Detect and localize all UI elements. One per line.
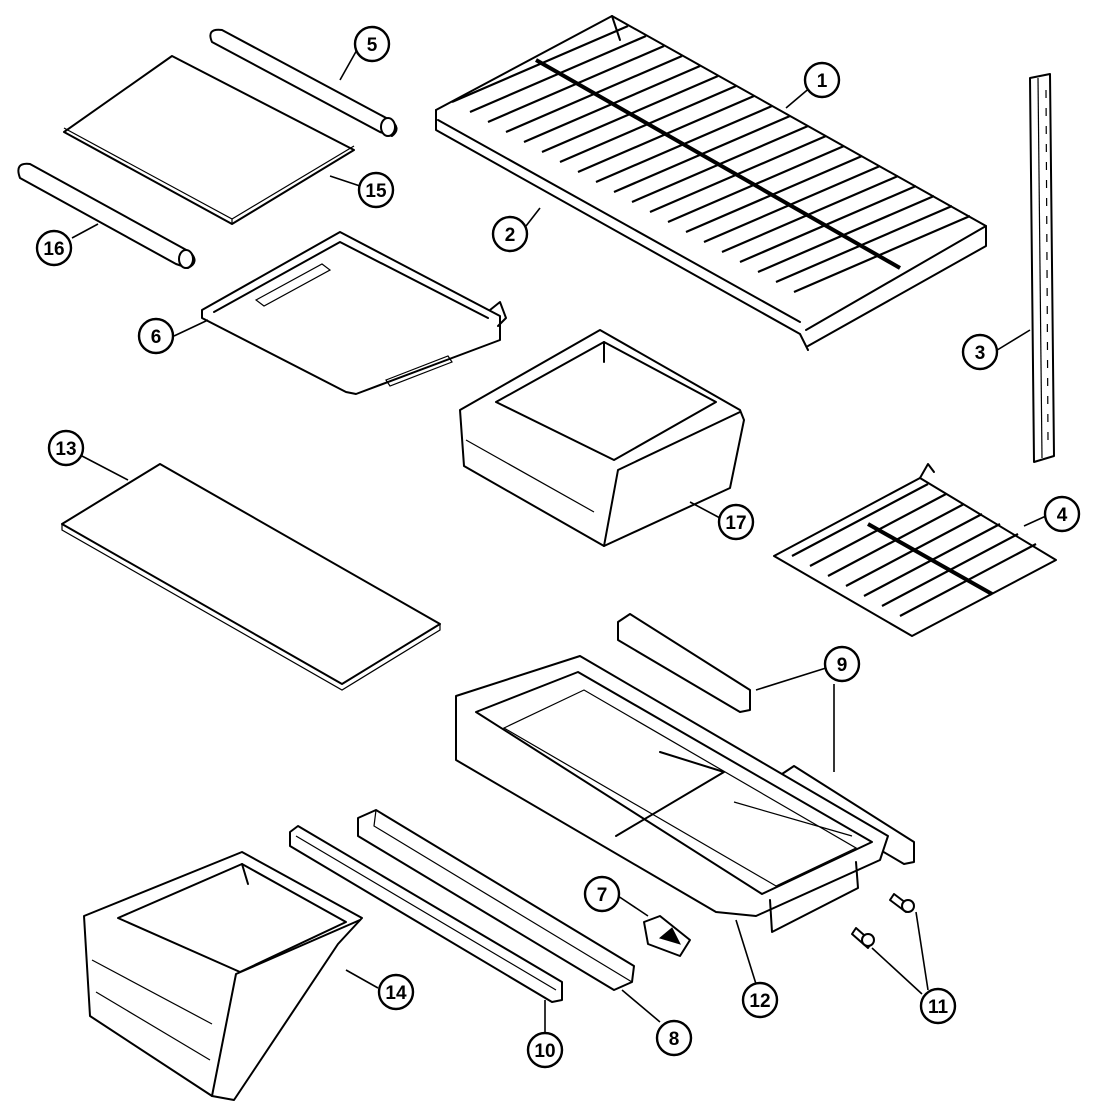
leader-14 xyxy=(345,969,379,989)
callout-label-6: 6 xyxy=(151,327,162,348)
callout-label-4: 4 xyxy=(1057,505,1068,526)
callout-17: 17 xyxy=(717,503,755,541)
leader-11b xyxy=(871,947,923,995)
leader-15 xyxy=(329,175,361,187)
callout-4: 4 xyxy=(1043,495,1081,533)
part-15-glass-plate xyxy=(63,55,355,225)
leader-5 xyxy=(339,47,359,81)
leader-11a xyxy=(915,911,929,991)
callout-label-2: 2 xyxy=(505,225,516,246)
callout-14: 14 xyxy=(377,973,415,1011)
part-11-screws xyxy=(851,893,915,949)
callout-label-15: 15 xyxy=(365,181,387,202)
leader-8 xyxy=(621,989,661,1023)
leader-17 xyxy=(689,501,721,519)
callout-9: 9 xyxy=(823,645,861,683)
callout-6: 6 xyxy=(137,317,175,355)
part-14-crisper-drawer xyxy=(83,851,363,1101)
callout-label-7: 7 xyxy=(597,885,608,906)
part-8-rail xyxy=(357,809,635,991)
part-6-shelf-frame xyxy=(201,231,507,395)
callout-label-13: 13 xyxy=(55,439,76,460)
callout-2: 2 xyxy=(491,215,529,253)
leader-3 xyxy=(993,329,1031,353)
leader-2 xyxy=(525,207,541,227)
leader-12 xyxy=(735,919,757,985)
leader-6 xyxy=(173,319,209,337)
part-16-roller xyxy=(17,162,196,269)
callout-label-16: 16 xyxy=(43,239,64,260)
callout-12: 12 xyxy=(741,981,779,1019)
callout-label-10: 10 xyxy=(534,1041,555,1062)
callout-label-17: 17 xyxy=(725,513,746,534)
callout-5: 5 xyxy=(353,25,391,63)
callout-label-12: 12 xyxy=(749,991,770,1012)
part-4-small-wire-shelf xyxy=(773,463,1057,637)
part-3-vertical-rail xyxy=(1029,73,1055,463)
part-5-roller xyxy=(209,28,398,137)
callout-16: 16 xyxy=(35,229,73,267)
callout-label-14: 14 xyxy=(385,983,407,1004)
callout-7: 7 xyxy=(583,875,621,913)
leader-9a xyxy=(755,667,827,691)
callout-8: 8 xyxy=(655,1019,693,1057)
callout-1: 1 xyxy=(803,61,841,99)
leader-4 xyxy=(1023,515,1047,527)
leader-lines xyxy=(71,47,1047,1034)
callout-3: 3 xyxy=(961,333,999,371)
leader-13 xyxy=(81,455,129,481)
part-7-bracket xyxy=(643,915,691,957)
callout-label-5: 5 xyxy=(367,35,378,56)
callout-15: 15 xyxy=(357,171,395,209)
part-12-crisper-cover xyxy=(455,655,889,933)
callout-label-9: 9 xyxy=(837,655,848,676)
callout-label-8: 8 xyxy=(669,1029,680,1050)
callout-13: 13 xyxy=(47,429,85,467)
callout-10: 10 xyxy=(526,1031,564,1069)
callout-label-11: 11 xyxy=(928,997,949,1018)
part-10-rail xyxy=(289,825,563,1003)
callout-11: 11 xyxy=(919,987,957,1025)
callout-label-1: 1 xyxy=(817,71,828,92)
part-17-crisper-drawer xyxy=(459,329,745,547)
part-1-wire-shelf xyxy=(435,15,987,351)
leader-7 xyxy=(617,895,649,917)
callout-label-3: 3 xyxy=(975,343,986,364)
leader-16 xyxy=(71,223,99,239)
part-13-glass-panel xyxy=(61,463,441,691)
